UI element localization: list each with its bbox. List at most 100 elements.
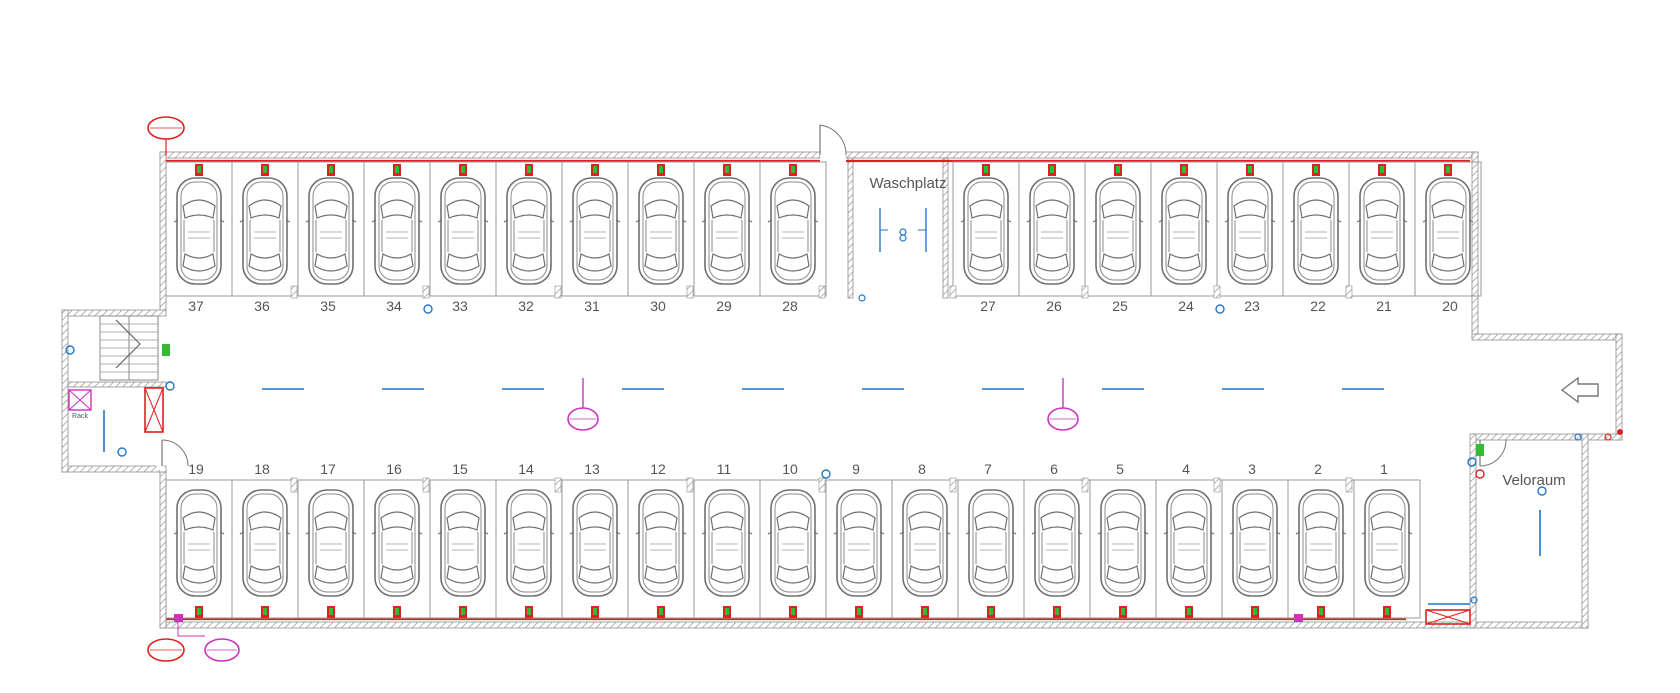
parking-stall[interactable] (693, 479, 761, 619)
parking-stall[interactable] (891, 479, 959, 619)
ev-charger-icon (525, 606, 533, 618)
parking-stall[interactable] (1089, 479, 1157, 619)
ev-charger-icon (855, 606, 863, 618)
car-icon (569, 489, 621, 597)
parking-stall[interactable] (231, 479, 299, 619)
parking-stall[interactable] (759, 479, 827, 619)
stair-icon (99, 315, 159, 381)
car-icon (437, 489, 489, 597)
car-icon (1163, 489, 1215, 597)
stall-numbers-bottom: 19 18 17 16 15 14 13 12 11 10 9 8 7 6 5 … (188, 461, 1388, 477)
stall-number: 32 (518, 298, 534, 314)
car-icon (305, 177, 357, 285)
stall-number: 20 (1442, 298, 1458, 314)
stall-number: 9 (852, 461, 860, 477)
ev-charger-icon (921, 606, 929, 618)
parking-stall[interactable] (1287, 479, 1355, 619)
stall-number: 14 (518, 461, 534, 477)
parking-stall[interactable] (495, 161, 563, 297)
car-icon (1361, 489, 1413, 597)
ev-charger-icon (393, 606, 401, 618)
parking-row-top (165, 161, 1482, 299)
parking-stall[interactable] (429, 161, 497, 297)
parking-stall[interactable] (429, 479, 497, 619)
car-icon (960, 177, 1012, 285)
stall-number: 7 (984, 461, 992, 477)
stall-number: 17 (320, 461, 336, 477)
ev-charger-icon (327, 164, 335, 176)
car-icon (1356, 177, 1408, 285)
stall-number: 2 (1314, 461, 1322, 477)
column (1345, 477, 1353, 493)
parking-stall[interactable] (1282, 161, 1350, 297)
parking-stall[interactable] (952, 161, 1020, 297)
ev-charger-icon (327, 606, 335, 618)
parking-stall[interactable] (1221, 479, 1289, 619)
column (949, 285, 957, 299)
stall-number: 21 (1376, 298, 1392, 314)
parking-stall[interactable] (1348, 161, 1416, 297)
car-icon (635, 177, 687, 285)
car-icon (173, 177, 225, 285)
ventilation-unit (1047, 378, 1079, 431)
parking-stall[interactable] (1216, 161, 1284, 297)
stall-number: 12 (650, 461, 666, 477)
stall-number: 10 (782, 461, 798, 477)
rack: Rack (68, 389, 92, 420)
room-label-wash: Waschplatz (870, 175, 947, 192)
stall-number: 8 (918, 461, 926, 477)
parking-stall[interactable] (1018, 161, 1086, 297)
parking-stall[interactable] (1414, 161, 1482, 297)
parking-stall[interactable] (825, 479, 893, 619)
car-icon (437, 177, 489, 285)
ev-charger-icon (1053, 606, 1061, 618)
parking-stall[interactable] (1155, 479, 1223, 619)
parking-stall[interactable] (693, 161, 761, 297)
parking-stall[interactable] (165, 479, 233, 619)
parking-stall[interactable] (363, 479, 431, 619)
column (422, 285, 430, 299)
parking-stall[interactable] (759, 161, 827, 297)
parking-stall[interactable] (165, 161, 233, 297)
car-icon (833, 489, 885, 597)
car-icon (767, 177, 819, 285)
parking-stall[interactable] (561, 161, 629, 297)
column (686, 477, 694, 493)
door-swing-icon (819, 124, 847, 159)
water-outlets (65, 294, 1582, 604)
car-icon (1097, 489, 1149, 597)
car-icon (1026, 177, 1078, 285)
ev-charger-icon (1317, 606, 1325, 618)
parking-stall[interactable] (627, 161, 695, 297)
parking-stall[interactable] (297, 479, 365, 619)
parking-stall[interactable] (231, 161, 299, 297)
stall-number: 29 (716, 298, 732, 314)
parking-stall[interactable] (297, 161, 365, 297)
column (290, 285, 298, 299)
ev-charger-icon (723, 606, 731, 618)
parking-stall[interactable] (1353, 479, 1421, 619)
parking-stall[interactable] (1084, 161, 1152, 297)
ev-charger-icon (459, 606, 467, 618)
charger-status-lights (162, 344, 1623, 479)
car-icon (305, 489, 357, 597)
stall-number: 24 (1178, 298, 1194, 314)
parking-stall[interactable] (363, 161, 431, 297)
ev-charger-icon (1114, 164, 1122, 176)
ev-charger-icon (195, 164, 203, 176)
car-icon (635, 489, 687, 597)
parking-stall[interactable] (495, 479, 563, 619)
parking-stall[interactable] (627, 479, 695, 619)
column (554, 477, 562, 493)
ev-charger-icon (982, 164, 990, 176)
column (1213, 477, 1221, 493)
room-label-bike: Veloraum (1502, 472, 1565, 489)
parking-stall[interactable] (1023, 479, 1091, 619)
stall-number: 34 (386, 298, 402, 314)
ev-charger-icon (657, 164, 665, 176)
parking-stall[interactable] (1150, 161, 1218, 297)
parking-stall[interactable] (561, 479, 629, 619)
parking-stall[interactable] (957, 479, 1025, 619)
fire-extinguisher-cabinet (144, 387, 164, 433)
